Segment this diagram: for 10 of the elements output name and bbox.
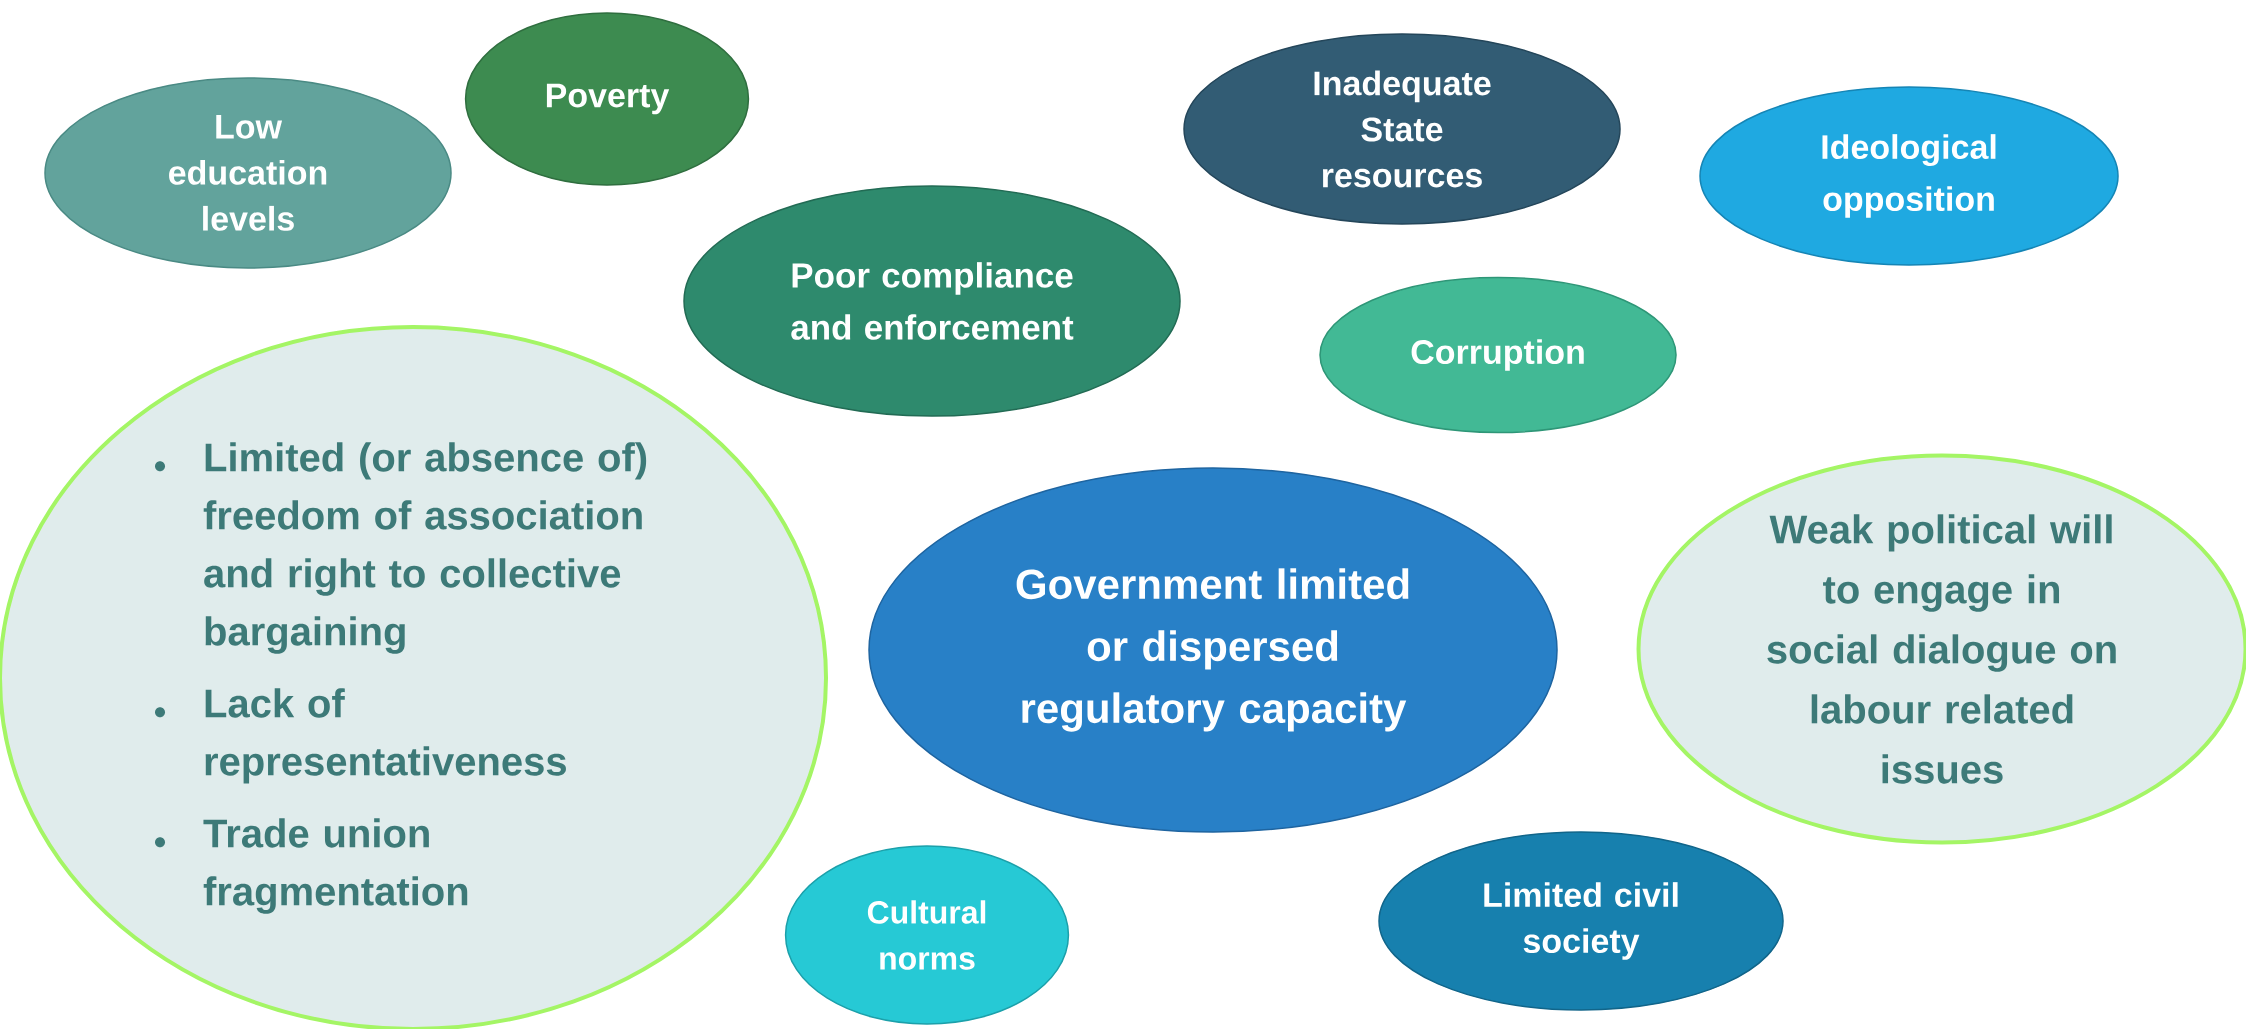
bubble: Low education levels bbox=[44, 77, 452, 269]
bubble: Cultural norms bbox=[784, 845, 1070, 1025]
bubble: Poor compliance and enforcement bbox=[683, 185, 1181, 417]
bubble: Government limited or dispersed regulatory capacity bbox=[868, 467, 1558, 833]
bubble: Inadequate State resources bbox=[1183, 33, 1621, 225]
bubble: Limited civil society bbox=[1378, 831, 1784, 1011]
bubble: Ideological opposition bbox=[1699, 86, 2119, 266]
bubble: Weak political will to engage in social dialogue on labour related issues bbox=[1636, 453, 2246, 845]
bubble: Corruption bbox=[1319, 276, 1677, 434]
bubble: Poverty bbox=[464, 12, 750, 186]
